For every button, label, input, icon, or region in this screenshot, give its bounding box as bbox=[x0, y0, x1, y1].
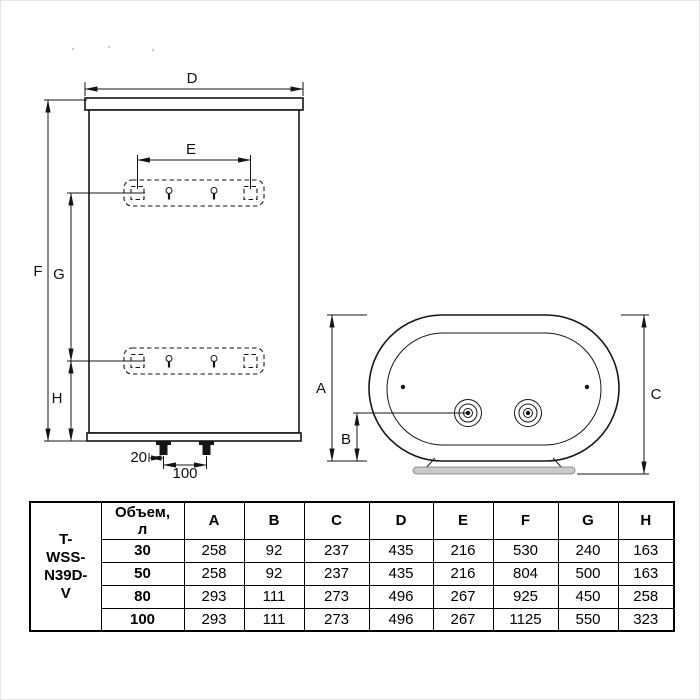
dim-label-h: H bbox=[52, 390, 63, 407]
value-cell: 550 bbox=[557, 607, 619, 632]
col-header-c: C bbox=[303, 501, 370, 540]
lower-keyhole-slots bbox=[165, 355, 218, 368]
volume-cell: 100 bbox=[100, 607, 185, 632]
dim-label-a: A bbox=[316, 380, 326, 397]
value-cell: 435 bbox=[368, 538, 434, 563]
value-cell: 273 bbox=[303, 584, 370, 609]
value-cell: 267 bbox=[432, 607, 494, 632]
upper-keyhole-slots bbox=[165, 187, 218, 200]
table-row-100l: 100 293 111 273 496 267 1125 550 323 bbox=[30, 607, 675, 632]
value-cell: 496 bbox=[368, 584, 434, 609]
watermark-specks bbox=[71, 45, 155, 52]
top-view-labels: A B C bbox=[316, 380, 662, 448]
technical-drawing: D E F G H 20 100 bbox=[33, 45, 662, 482]
value-cell: 293 bbox=[183, 607, 245, 632]
col-header-b: B bbox=[243, 501, 305, 540]
col-header-g: G bbox=[557, 501, 619, 540]
dim-label-g: G bbox=[53, 266, 65, 283]
value-cell: 267 bbox=[432, 584, 494, 609]
col-header-a: A bbox=[183, 501, 245, 540]
model-cell: T-WSS-N39D-V bbox=[29, 501, 102, 632]
tank-oval-outline bbox=[368, 314, 620, 462]
dim-label-f: F bbox=[33, 263, 42, 280]
dim-label-e: E bbox=[186, 141, 196, 158]
value-cell: 240 bbox=[557, 538, 619, 563]
col-header-h: H bbox=[617, 501, 675, 540]
value-cell: 111 bbox=[243, 607, 305, 632]
front-view-labels: D E F G H 20 100 bbox=[33, 70, 197, 482]
top-view: A B C bbox=[316, 314, 662, 475]
value-cell: 237 bbox=[303, 538, 370, 563]
volume-cell: 80 bbox=[100, 584, 185, 609]
value-cell: 496 bbox=[368, 607, 434, 632]
value-cell: 500 bbox=[557, 561, 619, 586]
value-cell: 163 bbox=[617, 538, 675, 563]
dim-label-pipe-spacing: 100 bbox=[172, 465, 197, 482]
dim-label-pipe-offset: 20 bbox=[130, 449, 147, 466]
value-cell: 530 bbox=[492, 538, 559, 563]
table-row-50l: 50 258 92 237 435 216 804 500 163 bbox=[30, 561, 675, 586]
col-header-f: F bbox=[492, 501, 559, 540]
value-cell: 1125 bbox=[492, 607, 559, 632]
dimension-table: T-WSS-N39D-V Объем, л A B C D E F G H 30… bbox=[29, 501, 675, 632]
col-header-d: D bbox=[368, 501, 434, 540]
value-cell: 323 bbox=[617, 607, 675, 632]
value-cell: 216 bbox=[432, 538, 494, 563]
dim-label-d: D bbox=[187, 70, 198, 87]
dim-label-c: C bbox=[651, 386, 662, 403]
value-cell: 258 bbox=[183, 538, 245, 563]
dim-label-b: B bbox=[341, 431, 351, 448]
value-cell: 925 bbox=[492, 584, 559, 609]
value-cell: 804 bbox=[492, 561, 559, 586]
value-cell: 111 bbox=[243, 584, 305, 609]
value-cell: 92 bbox=[243, 561, 305, 586]
base-stand bbox=[412, 457, 576, 475]
volume-cell: 30 bbox=[100, 538, 185, 563]
volume-header-label: Объем, л bbox=[114, 503, 171, 538]
base-plate bbox=[412, 466, 576, 475]
value-cell: 258 bbox=[617, 584, 675, 609]
value-cell: 435 bbox=[368, 561, 434, 586]
table-row-80l: 80 293 111 273 496 267 925 450 258 bbox=[30, 584, 675, 609]
value-cell: 163 bbox=[617, 561, 675, 586]
rivet-dots bbox=[400, 384, 590, 390]
col-header-e: E bbox=[432, 501, 494, 540]
front-view: D E F G H 20 100 bbox=[33, 70, 304, 482]
table-header-row: T-WSS-N39D-V Объем, л A B C D E F G H bbox=[29, 501, 675, 632]
value-cell: 92 bbox=[243, 538, 305, 563]
value-cell: 258 bbox=[183, 561, 245, 586]
tank-body bbox=[84, 97, 304, 442]
value-cell: 216 bbox=[432, 561, 494, 586]
bottom-pipe-fittings bbox=[156, 441, 214, 455]
value-cell: 450 bbox=[557, 584, 619, 609]
top-dimension-lines bbox=[327, 314, 649, 475]
volume-header-cell: Объем, л bbox=[100, 501, 185, 540]
table-row-30l: 30 258 92 237 435 216 530 240 163 bbox=[30, 538, 675, 563]
value-cell: 237 bbox=[303, 561, 370, 586]
model-label: T-WSS-N39D-V bbox=[44, 530, 88, 602]
value-cell: 273 bbox=[303, 607, 370, 632]
front-dimension-lines bbox=[44, 82, 304, 469]
value-cell: 293 bbox=[183, 584, 245, 609]
volume-cell: 50 bbox=[100, 561, 185, 586]
